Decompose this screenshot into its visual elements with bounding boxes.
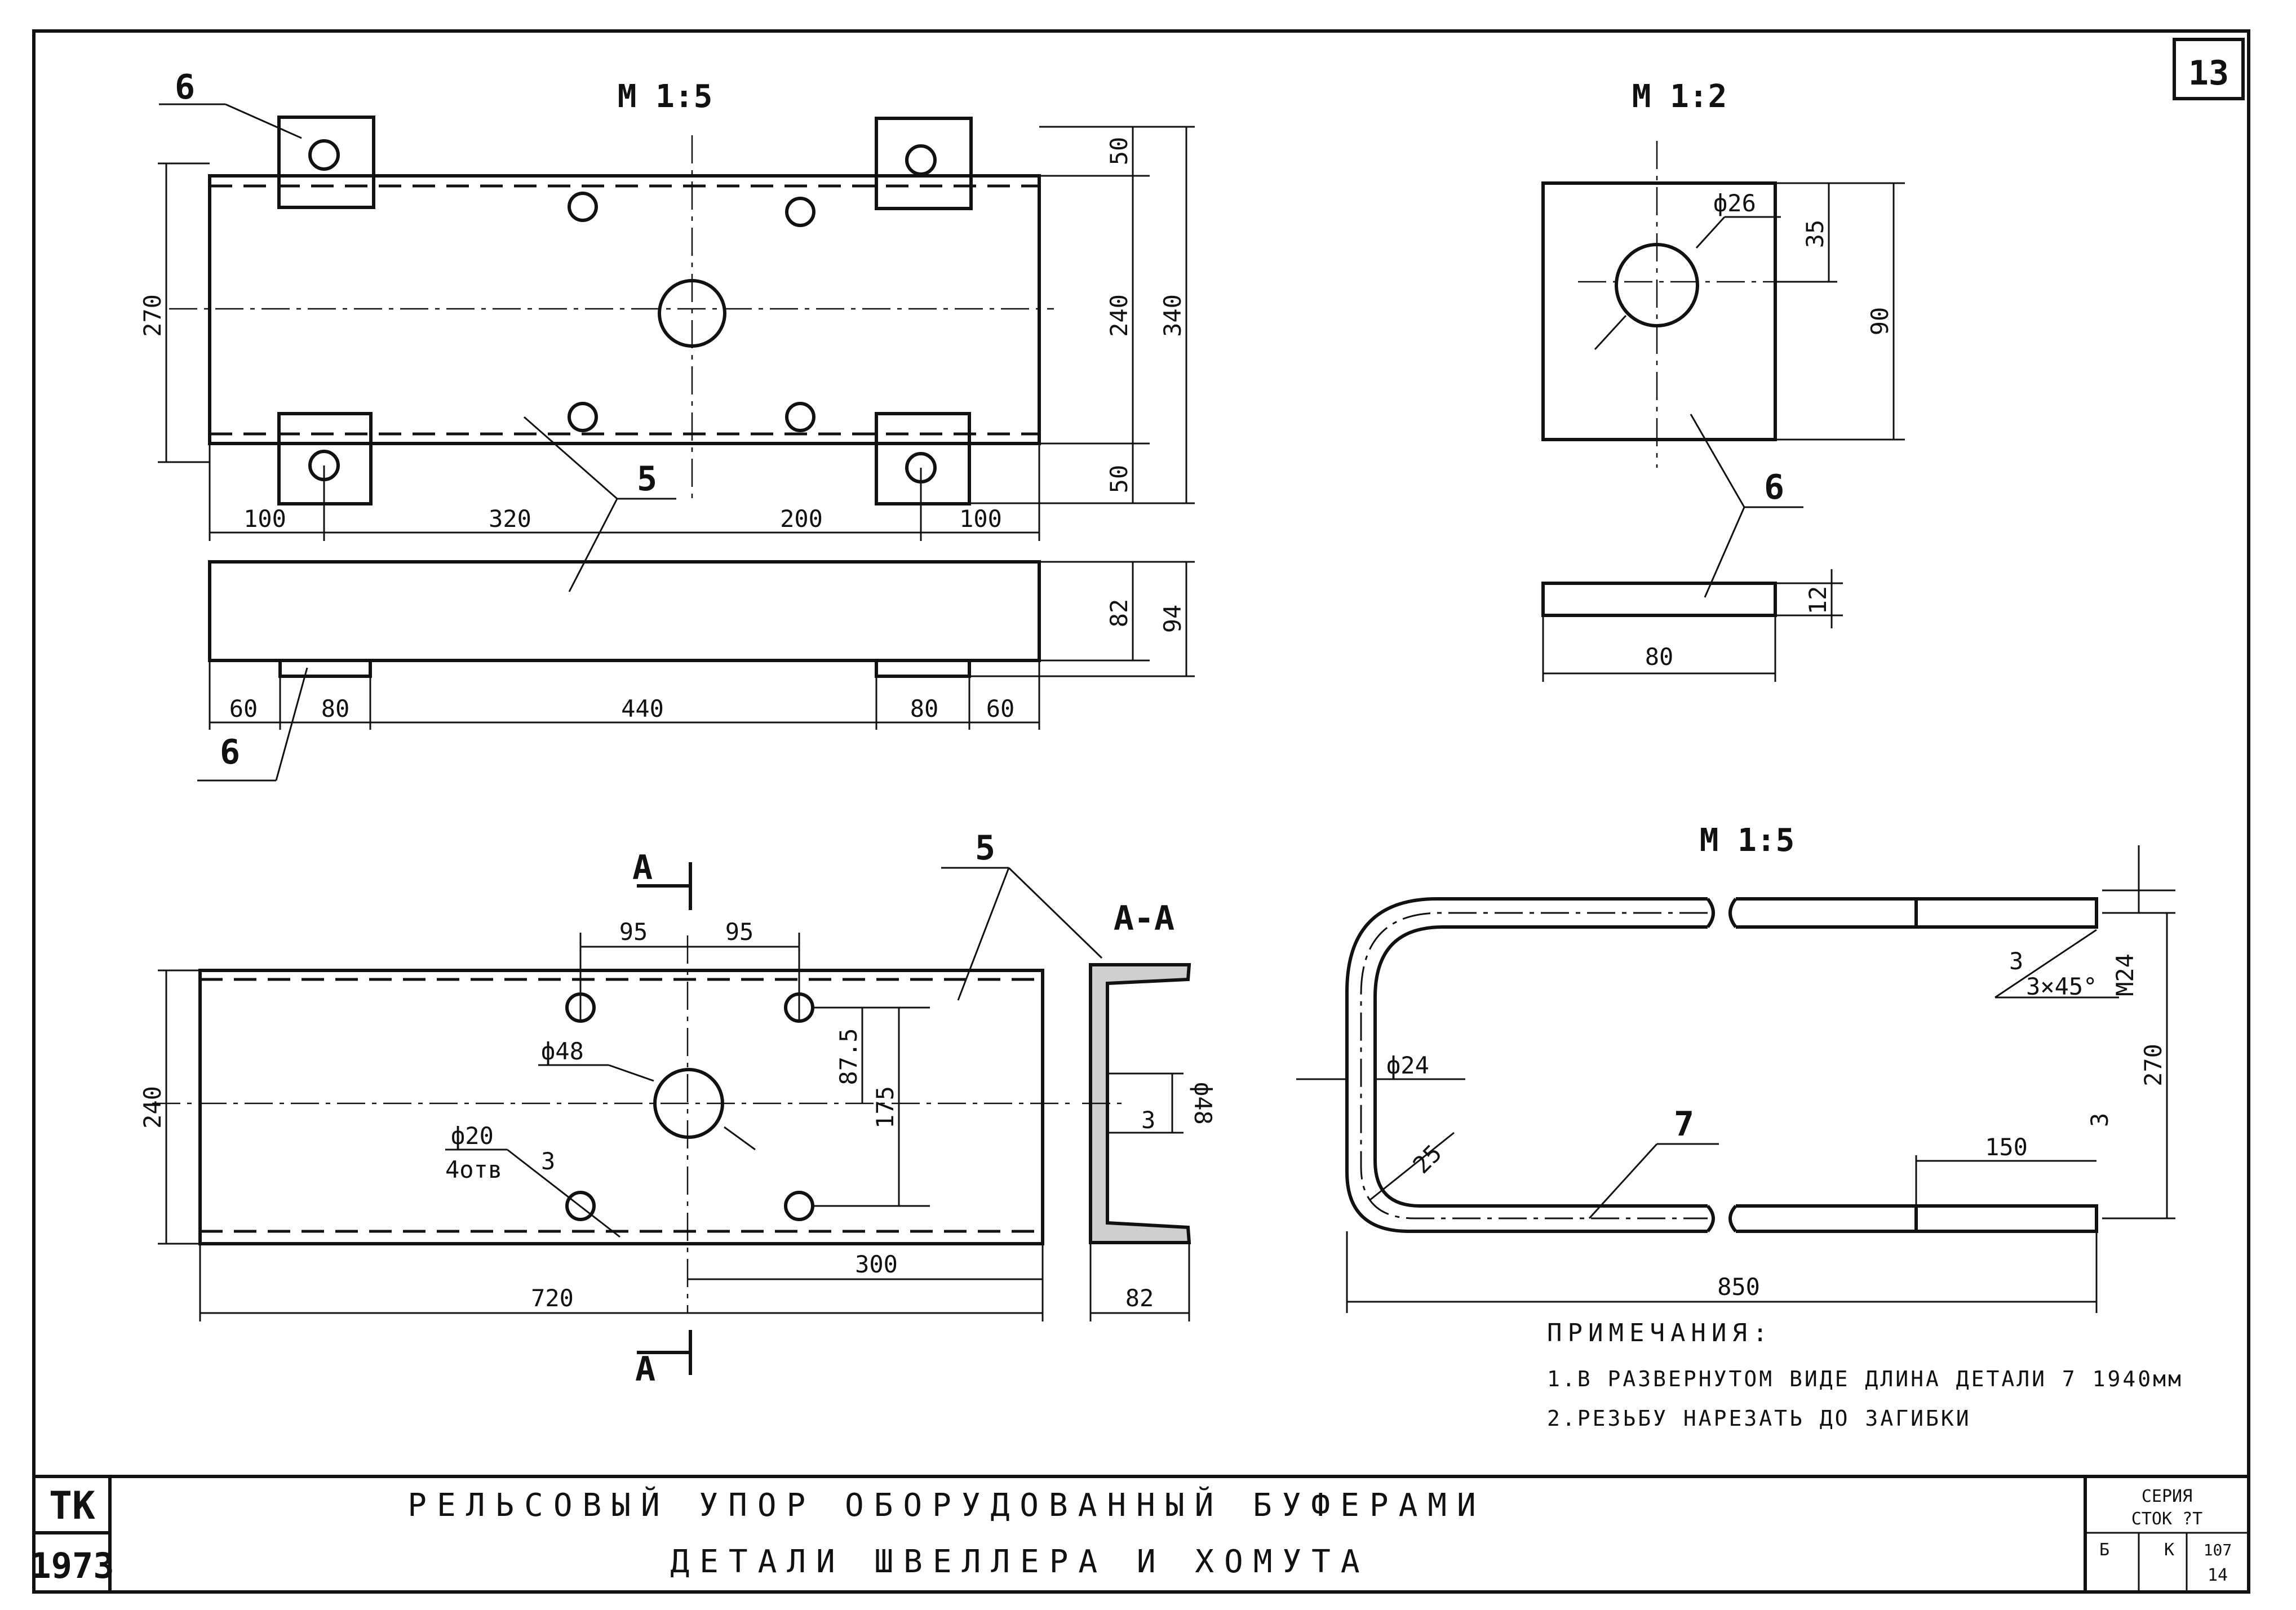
plate-edge	[1541, 582, 1777, 617]
dim-d26: ф26	[1713, 189, 1756, 217]
sheet-count: 14	[2208, 1565, 2228, 1585]
dim-80-right: 80	[910, 695, 939, 722]
notes: ПРИМЕЧАНИЯ: 1.В РАЗВЕРНУТОМ ВИДЕ ДЛИНА Д…	[1547, 1319, 2183, 1431]
scale-label-bottom-right: М 1:5	[1700, 822, 1795, 859]
dim-440: 440	[621, 695, 664, 722]
scale-label-top-left: М 1:5	[618, 78, 713, 115]
plate-detail: М 1:2 ф26 35 90 6 12 80	[1541, 78, 1905, 682]
dim-50-top: 50	[1105, 137, 1133, 166]
section-dim-82: 82	[1125, 1284, 1154, 1312]
section-title: А-А	[1114, 899, 1174, 938]
cell-c: 107	[2204, 1541, 2232, 1559]
part-label-5: 5	[975, 828, 995, 868]
center-hole	[658, 279, 726, 348]
dim-300: 300	[855, 1250, 898, 1278]
channel-plan-view: М 1:5 6 5 270	[139, 68, 1195, 592]
note-2: 2.РЕЗЬБУ НАРЕЗАТЬ ДО ЗАГИБКИ	[1547, 1406, 1971, 1431]
part-label-6-bottom: 6	[220, 733, 240, 772]
scale-label-top-right: М 1:2	[1632, 78, 1727, 115]
dim-60-left: 60	[229, 695, 258, 722]
dim-200: 200	[780, 505, 823, 533]
notes-heading: ПРИМЕЧАНИЯ:	[1547, 1319, 1773, 1347]
part-label-6-plate: 6	[1764, 468, 1784, 507]
cell-b: К	[2164, 1540, 2174, 1560]
dim-175: 175	[871, 1086, 899, 1129]
org-code: ТК	[49, 1484, 95, 1528]
channel-detail: А А 95 95 5 87.5 175 ф48 ф20	[139, 828, 1103, 1389]
weld-mark-channel: 3	[541, 1147, 555, 1175]
dim-35: 35	[1801, 220, 1829, 249]
dim-340: 340	[1159, 294, 1186, 337]
part-label-7: 7	[1674, 1105, 1694, 1144]
cell-a: Б	[2099, 1540, 2109, 1560]
drawing-frame	[32, 29, 2250, 1594]
dim-240-channel: 240	[139, 1086, 166, 1129]
sheet-number-box	[2173, 38, 2245, 100]
dim-95-right: 95	[725, 918, 754, 946]
section-marker-top: А	[632, 848, 653, 888]
dim-50-bottom: 50	[1105, 465, 1133, 494]
dim-94: 94	[1159, 605, 1186, 633]
dim-d48: ф48	[541, 1037, 584, 1065]
dim-r25: 25	[1407, 1139, 1447, 1179]
dim-60-right: 60	[986, 695, 1015, 722]
year: 1973	[30, 1545, 114, 1586]
section-a-a: А-А ф48 3 82	[1082, 899, 1217, 1321]
channel-center-hole	[653, 1068, 724, 1139]
channel-side-view: 82 94 60 80 440 80 60 6	[197, 560, 1195, 782]
channel-side-body	[208, 560, 1041, 662]
plate-top-right	[875, 117, 973, 210]
weld-mark-clamp-b: 3	[2086, 1113, 2113, 1127]
dim-90: 90	[1866, 307, 1894, 336]
channel-web	[198, 969, 1044, 1245]
dim-m24: М24	[2111, 953, 2139, 996]
clamp-u-bolt	[1345, 897, 1708, 1233]
sheet-number: 13	[2188, 54, 2229, 93]
title-block: ТК 1973 РЕЛЬСОВЫЙ УПОР ОБОРУДОВАННЫЙ БУФ…	[30, 1475, 2249, 1592]
dim-270-clamp: 270	[2139, 1044, 2167, 1086]
section-d48: ф48	[1189, 1082, 1217, 1125]
weld-mark-clamp: 3	[2009, 947, 2023, 975]
dim-95-left: 95	[619, 918, 648, 946]
dim-80-plate: 80	[1645, 643, 1674, 671]
dim-87-5: 87.5	[835, 1028, 862, 1085]
section-marker-bottom: А	[635, 1350, 655, 1389]
dim-240: 240	[1105, 294, 1133, 337]
note-1: 1.В РАЗВЕРНУТОМ ВИДЕ ДЛИНА ДЕТАЛИ 7 1940…	[1547, 1367, 2183, 1391]
dim-320: 320	[489, 505, 531, 533]
dim-12: 12	[1804, 586, 1832, 615]
title-line-1: РЕЛЬСОВЫЙ УПОР ОБОРУДОВАННЫЙ БУФЕРАМИ	[407, 1487, 1486, 1524]
part-label-5-top: 5	[637, 459, 657, 499]
dim-d24: ф24	[1386, 1052, 1429, 1079]
dim-80-left: 80	[321, 695, 350, 722]
part-label-6-top: 6	[175, 68, 195, 107]
section-weld: 3	[1141, 1106, 1155, 1134]
dim-d20: ф20	[451, 1122, 494, 1150]
thread-top	[1914, 897, 2098, 929]
dim-150: 150	[1985, 1133, 2028, 1161]
plate-bottom-right	[875, 412, 971, 505]
holes-count: 4отв	[445, 1156, 502, 1183]
clamp-detail: М 1:5 М24 270 3 3×45° ф24 25 7	[1296, 822, 2175, 1313]
channel-body	[208, 174, 1041, 445]
title-line-2: ДЕТАЛИ ШВЕЛЛЕРА И ХОМУТА	[670, 1544, 1369, 1580]
dim-850: 850	[1717, 1273, 1760, 1301]
series-code: СТОК ?Т	[2131, 1509, 2202, 1529]
thread-bottom	[1914, 1204, 2098, 1233]
series-label: СЕРИЯ	[2142, 1487, 2192, 1506]
dim-270: 270	[139, 294, 166, 337]
dim-100-left: 100	[243, 505, 286, 533]
plate-top-left	[277, 116, 375, 209]
plate-hole	[1615, 243, 1699, 327]
dim-chamfer: 3×45°	[2026, 973, 2097, 1000]
dim-720: 720	[531, 1284, 574, 1312]
dim-100-right: 100	[959, 505, 1002, 533]
dim-82: 82	[1105, 599, 1133, 628]
plate-front	[1541, 181, 1777, 441]
